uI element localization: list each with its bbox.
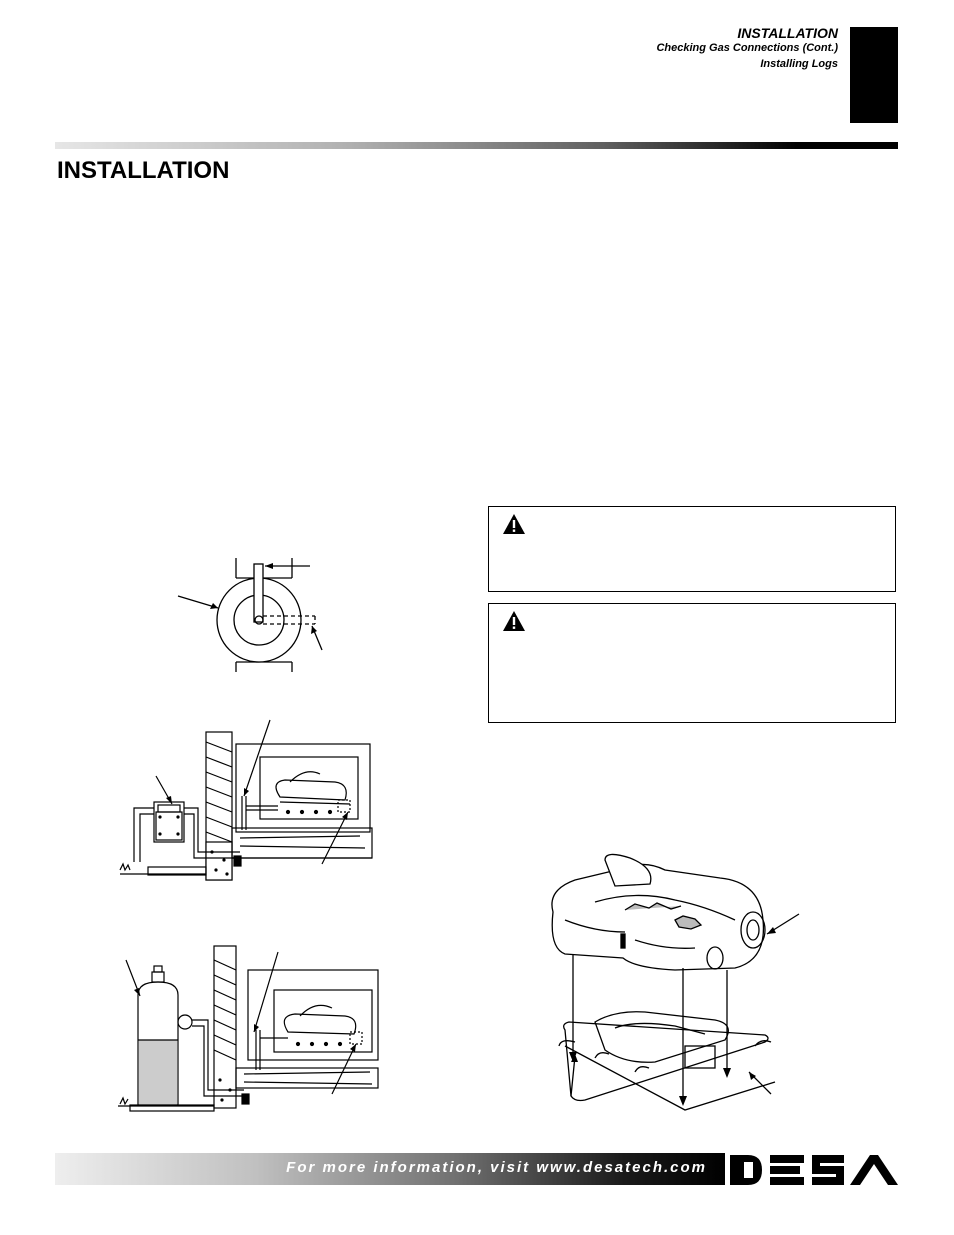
warning-triangle-icon: [503, 611, 525, 631]
warning-triangle-icon: [503, 514, 525, 534]
shutoff-valve-figure: [177, 558, 323, 672]
section-tab-marker: [850, 27, 898, 123]
natural-gas-installation-figure: [119, 719, 373, 881]
footer-website-text[interactable]: For more information, visit www.desatech…: [286, 1159, 707, 1176]
header-subtitle-checking-gas: Checking Gas Connections (Cont.): [656, 42, 838, 54]
section-title: INSTALLATION: [57, 157, 230, 184]
warning-box-2: [488, 603, 896, 723]
desa-logo: [730, 1155, 898, 1185]
warning-box-1: [488, 506, 896, 592]
gradient-rule: [55, 142, 898, 149]
log-set-placement-figure: [551, 853, 800, 1111]
header-subtitle-installing-logs: Installing Logs: [760, 58, 838, 70]
header-title: INSTALLATION: [737, 25, 838, 41]
lp-gas-installation-figure: [118, 945, 379, 1112]
footer-bar: For more information, visit www.desatech…: [55, 1153, 725, 1185]
